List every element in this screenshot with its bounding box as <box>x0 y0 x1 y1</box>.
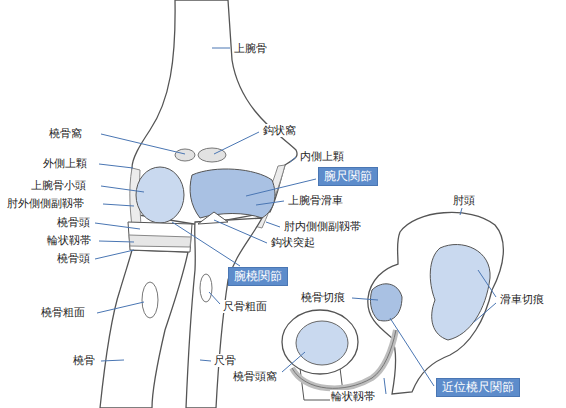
part-label: 橈骨切痕 <box>300 291 346 304</box>
part-label: 鈎状窩 <box>262 124 297 137</box>
part-label: 尺骨 <box>213 354 237 367</box>
joint-label: 近位橈尺関節 <box>437 379 519 396</box>
joint-label: 腕橈関節 <box>229 268 287 285</box>
part-label: 橈骨粗面 <box>40 306 86 319</box>
part-label: 肘内側側副靱帯 <box>283 220 362 233</box>
part-label: 輪状靱帯 <box>46 234 92 247</box>
part-label: 上腕骨小頭 <box>30 179 87 192</box>
part-label: 滑車切痕 <box>499 293 545 306</box>
part-label: 外側上顆 <box>42 157 88 170</box>
joint-label: 腕尺関節 <box>319 168 377 185</box>
joint-label-box: 腕尺関節 <box>318 167 378 186</box>
part-label: 内側上顆 <box>299 150 345 163</box>
part-label: 橈骨 <box>72 354 96 367</box>
part-label: 橈骨頭 <box>56 252 91 265</box>
part-label: 橈骨頭窩 <box>232 370 278 383</box>
part-label: 橈骨頭 <box>56 216 91 229</box>
part-label: 橈骨窩 <box>48 127 83 140</box>
part-label: 上腕骨 <box>233 42 268 55</box>
joint-label-box: 腕橈関節 <box>228 267 288 286</box>
part-label: 尺骨粗面 <box>222 300 268 313</box>
part-label: 輪状靱帯 <box>330 390 376 403</box>
joint-label-box: 近位橈尺関節 <box>436 378 520 397</box>
part-label: 上腕骨滑車 <box>287 194 344 207</box>
part-label: 肘頭 <box>452 194 476 207</box>
part-label: 鈎状突起 <box>270 236 316 249</box>
part-label: 肘外側側副靱帯 <box>6 197 85 210</box>
